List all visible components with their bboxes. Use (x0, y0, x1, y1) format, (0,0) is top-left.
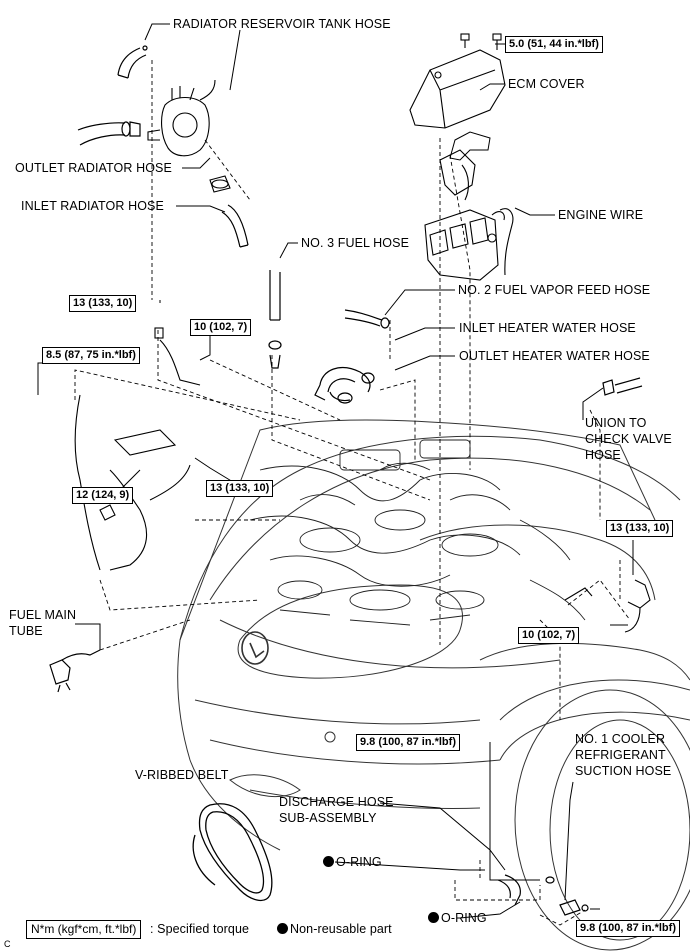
label-o-ring-2: O-RING (428, 911, 487, 926)
label-engine-wire: ENGINE WIRE (558, 208, 644, 222)
label-discharge-hose-1: DISCHARGE HOSE (279, 795, 394, 809)
label-no3-fuel-hose: NO. 3 FUEL HOSE (301, 236, 410, 250)
label-fuel-main-tube-1: FUEL MAIN (9, 608, 77, 622)
label-fuel-main-tube-2: TUBE (9, 624, 43, 638)
right-wire-part (564, 579, 651, 633)
label-outlet-heater-water-hose: OUTLET HEATER WATER HOSE (459, 349, 650, 363)
o-ring-text: O-RING (441, 911, 487, 925)
union-hose-part (602, 377, 643, 396)
label-v-ribbed-belt: V-RIBBED BELT (135, 768, 229, 782)
torque-box-12: 12 (124, 9) (72, 487, 134, 504)
solid-leaders (37, 23, 634, 919)
left-wire-harness-part (74, 327, 201, 571)
torque-box-9-8-top: 9.8 (100, 87 in.*lbf) (356, 734, 460, 751)
vehicle-body-outline (177, 419, 690, 951)
label-ecm-cover: ECM COVER (508, 77, 585, 91)
fuel-main-tube-part (49, 649, 101, 693)
label-discharge-hose-2: SUB-ASSEMBLY (279, 811, 377, 825)
ecm-cover-part (409, 33, 506, 129)
legend-specified-torque: : Specified torque (150, 922, 250, 936)
nonreusable-dot-icon (428, 912, 439, 923)
label-inlet-heater-water-hose: INLET HEATER WATER HOSE (459, 321, 636, 335)
legend-nonreusable: Non-reusable part (277, 922, 392, 937)
wire-connector-part (439, 149, 476, 201)
outlet-radiator-hose-part (77, 121, 141, 146)
legend-torque-unit: N*m (kgf*cm, ft.*lbf) (26, 920, 142, 939)
radiator-reservoir-hose-part (117, 45, 148, 79)
torque-box-10-right: 10 (102, 7) (518, 627, 580, 644)
ecm-bracket-part (449, 131, 491, 161)
engine-bay-detail (249, 439, 586, 626)
nonreusable-dot-icon (323, 856, 334, 867)
torque-box-13-right: 13 (133, 10) (606, 520, 674, 537)
nonreusable-dot-icon (277, 923, 288, 934)
label-no1-cooler-2: REFRIGERANT (575, 748, 666, 762)
discharge-hose-part (497, 874, 555, 906)
corner-code: C (4, 939, 11, 949)
label-radiator-reservoir-tank-hose: RADIATOR RESERVOIR TANK HOSE (173, 17, 391, 31)
torque-box-13-top: 13 (133, 10) (69, 295, 137, 312)
clamp-part (209, 175, 231, 193)
vapor-hose-part (344, 309, 390, 329)
label-union-to-check-valve-hose-3: HOSE (585, 448, 621, 462)
label-no1-cooler-1: NO. 1 COOLER (575, 732, 666, 746)
torque-box-9-8-bottom: 9.8 (100, 87 in.*lbf) (576, 920, 680, 937)
heater-hose-part (314, 367, 375, 404)
o-ring-text: O-RING (336, 855, 382, 869)
label-outlet-radiator-hose: OUTLET RADIATOR HOSE (15, 161, 172, 175)
torque-box-ecm-cover: 5.0 (51, 44 in.*lbf) (505, 36, 603, 53)
label-inlet-radiator-hose: INLET RADIATOR HOSE (21, 199, 164, 213)
torque-box-13-mid: 13 (133, 10) (206, 480, 274, 497)
v-ribbed-belt-part (192, 803, 273, 902)
label-union-to-check-valve-hose-1: UNION TO (585, 416, 647, 430)
label-no1-cooler-3: SUCTION HOSE (575, 764, 672, 778)
label-o-ring-1: O-RING (323, 855, 382, 870)
nonreusable-text: Non-reusable part (290, 922, 392, 936)
no3-fuel-hose-part (268, 270, 282, 369)
engine-wire-part (424, 208, 514, 281)
inlet-radiator-hose-part (221, 204, 249, 248)
torque-box-10-left: 10 (102, 7) (190, 319, 252, 336)
suction-hose-part (559, 899, 589, 916)
label-no2-fuel-vapor-feed-hose: NO. 2 FUEL VAPOR FEED HOSE (458, 283, 651, 297)
thermostat-housing-part (147, 79, 216, 157)
label-union-to-check-valve-hose-2: CHECK VALVE (585, 432, 672, 446)
torque-box-8-5: 8.5 (87, 75 in.*lbf) (42, 347, 140, 364)
dashed-leaders (74, 60, 631, 926)
